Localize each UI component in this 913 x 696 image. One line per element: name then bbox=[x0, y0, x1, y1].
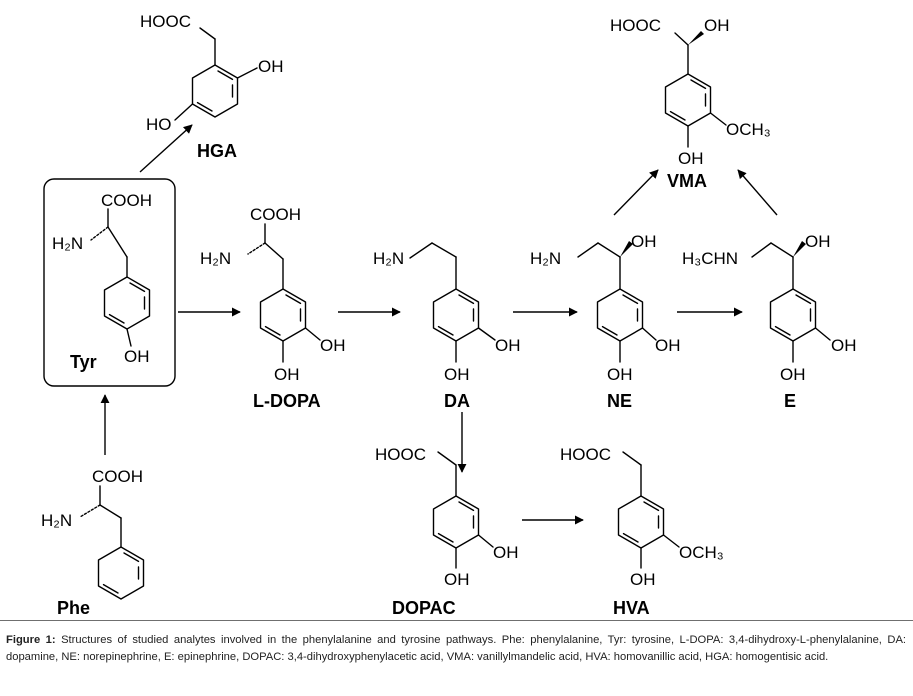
compound-label-hga: HGA bbox=[197, 141, 237, 161]
structure-dopac: HOOC OH OH DOPAC bbox=[375, 445, 519, 618]
da-h2n-label: H₂N bbox=[373, 249, 404, 268]
compound-label-hva: HVA bbox=[613, 598, 650, 618]
hga-oh-label: OH bbox=[258, 57, 284, 76]
structure-tyr: COOH H₂N OH Tyr bbox=[52, 191, 152, 372]
dopac-oh3-label: OH bbox=[493, 543, 519, 562]
e-oh-side-label: OH bbox=[805, 232, 831, 251]
arrow-ne-to-vma bbox=[613, 169, 659, 216]
structure-phe: COOH H₂N Phe bbox=[41, 467, 145, 618]
compound-label-phe: Phe bbox=[57, 598, 90, 618]
structure-da: H₂N OH OH DA bbox=[373, 242, 521, 411]
compound-label-ldopa: L-DOPA bbox=[253, 391, 321, 411]
structure-ldopa: COOH H₂N OH OH L-DOPA bbox=[200, 205, 346, 411]
tyr-oh-label: OH bbox=[124, 347, 150, 366]
ne-oh-side-label: OH bbox=[631, 232, 657, 251]
ldopa-h2n-label: H₂N bbox=[200, 249, 231, 268]
e-wedge-bond bbox=[793, 241, 806, 257]
hga-hooc-label: HOOC bbox=[140, 12, 191, 31]
tyr-h2n-label: H₂N bbox=[52, 234, 83, 253]
ne-oh3-label: OH bbox=[655, 336, 681, 355]
ne-oh4-label: OH bbox=[607, 365, 633, 384]
compound-label-da: DA bbox=[444, 391, 470, 411]
arrow-tyr-to-hga bbox=[139, 124, 193, 173]
vma-hooc-label: HOOC bbox=[610, 16, 661, 35]
vma-wedge-bond bbox=[688, 31, 704, 45]
tyr-highlight-box bbox=[43, 178, 176, 387]
compound-label-tyr: Tyr bbox=[70, 352, 97, 372]
structure-ne: OH H₂N OH OH NE bbox=[530, 232, 681, 411]
structure-vma: HOOC OH OCH₃ OH VMA bbox=[610, 16, 771, 191]
figure-caption: Figure 1: Structures of studied analytes… bbox=[6, 632, 906, 666]
ldopa-oh3-label: OH bbox=[320, 336, 346, 355]
hva-oh4-label: OH bbox=[630, 570, 656, 589]
hga-ho-label: HO bbox=[146, 115, 172, 134]
da-oh3-label: OH bbox=[495, 336, 521, 355]
dopac-hooc-label: HOOC bbox=[375, 445, 426, 464]
e-oh4-label: OH bbox=[780, 365, 806, 384]
compound-label-ne: NE bbox=[607, 391, 632, 411]
ne-wedge-bond bbox=[620, 241, 633, 257]
e-oh3-label: OH bbox=[831, 336, 857, 355]
vma-oh-side-label: OH bbox=[704, 16, 730, 35]
ne-h2n-label: H₂N bbox=[530, 249, 561, 268]
structure-hva: HOOC OCH₃ OH HVA bbox=[560, 445, 724, 618]
ldopa-oh4-label: OH bbox=[274, 365, 300, 384]
hva-och3-label: OCH₃ bbox=[679, 543, 724, 562]
tyr-cooh-label: COOH bbox=[101, 191, 152, 210]
structure-e: OH H₃CHN OH OH E bbox=[682, 232, 857, 411]
pathway-scheme: COOH H₂N Phe COOH H₂N OH Tyr HOOC OH HO … bbox=[41, 12, 857, 618]
ldopa-cooh-label: COOH bbox=[250, 205, 301, 224]
phe-cooh-label: COOH bbox=[92, 467, 143, 486]
da-oh4-label: OH bbox=[444, 365, 470, 384]
caption-divider bbox=[0, 620, 913, 621]
vma-och3-label: OCH₃ bbox=[726, 120, 771, 139]
e-h3chn-label: H₃CHN bbox=[682, 249, 738, 268]
phe-h2n-label: H₂N bbox=[41, 511, 72, 530]
compound-label-dopac: DOPAC bbox=[392, 598, 456, 618]
structure-hga: HOOC OH HO HGA bbox=[140, 12, 284, 161]
dopac-oh4-label: OH bbox=[444, 570, 470, 589]
compound-label-e: E bbox=[784, 391, 796, 411]
compound-label-vma: VMA bbox=[667, 171, 707, 191]
arrow-e-to-vma bbox=[737, 169, 778, 216]
caption-label: Figure 1: bbox=[6, 634, 56, 646]
vma-oh4-label: OH bbox=[678, 149, 704, 168]
hva-hooc-label: HOOC bbox=[560, 445, 611, 464]
caption-text: Structures of studied analytes involved … bbox=[6, 634, 907, 663]
